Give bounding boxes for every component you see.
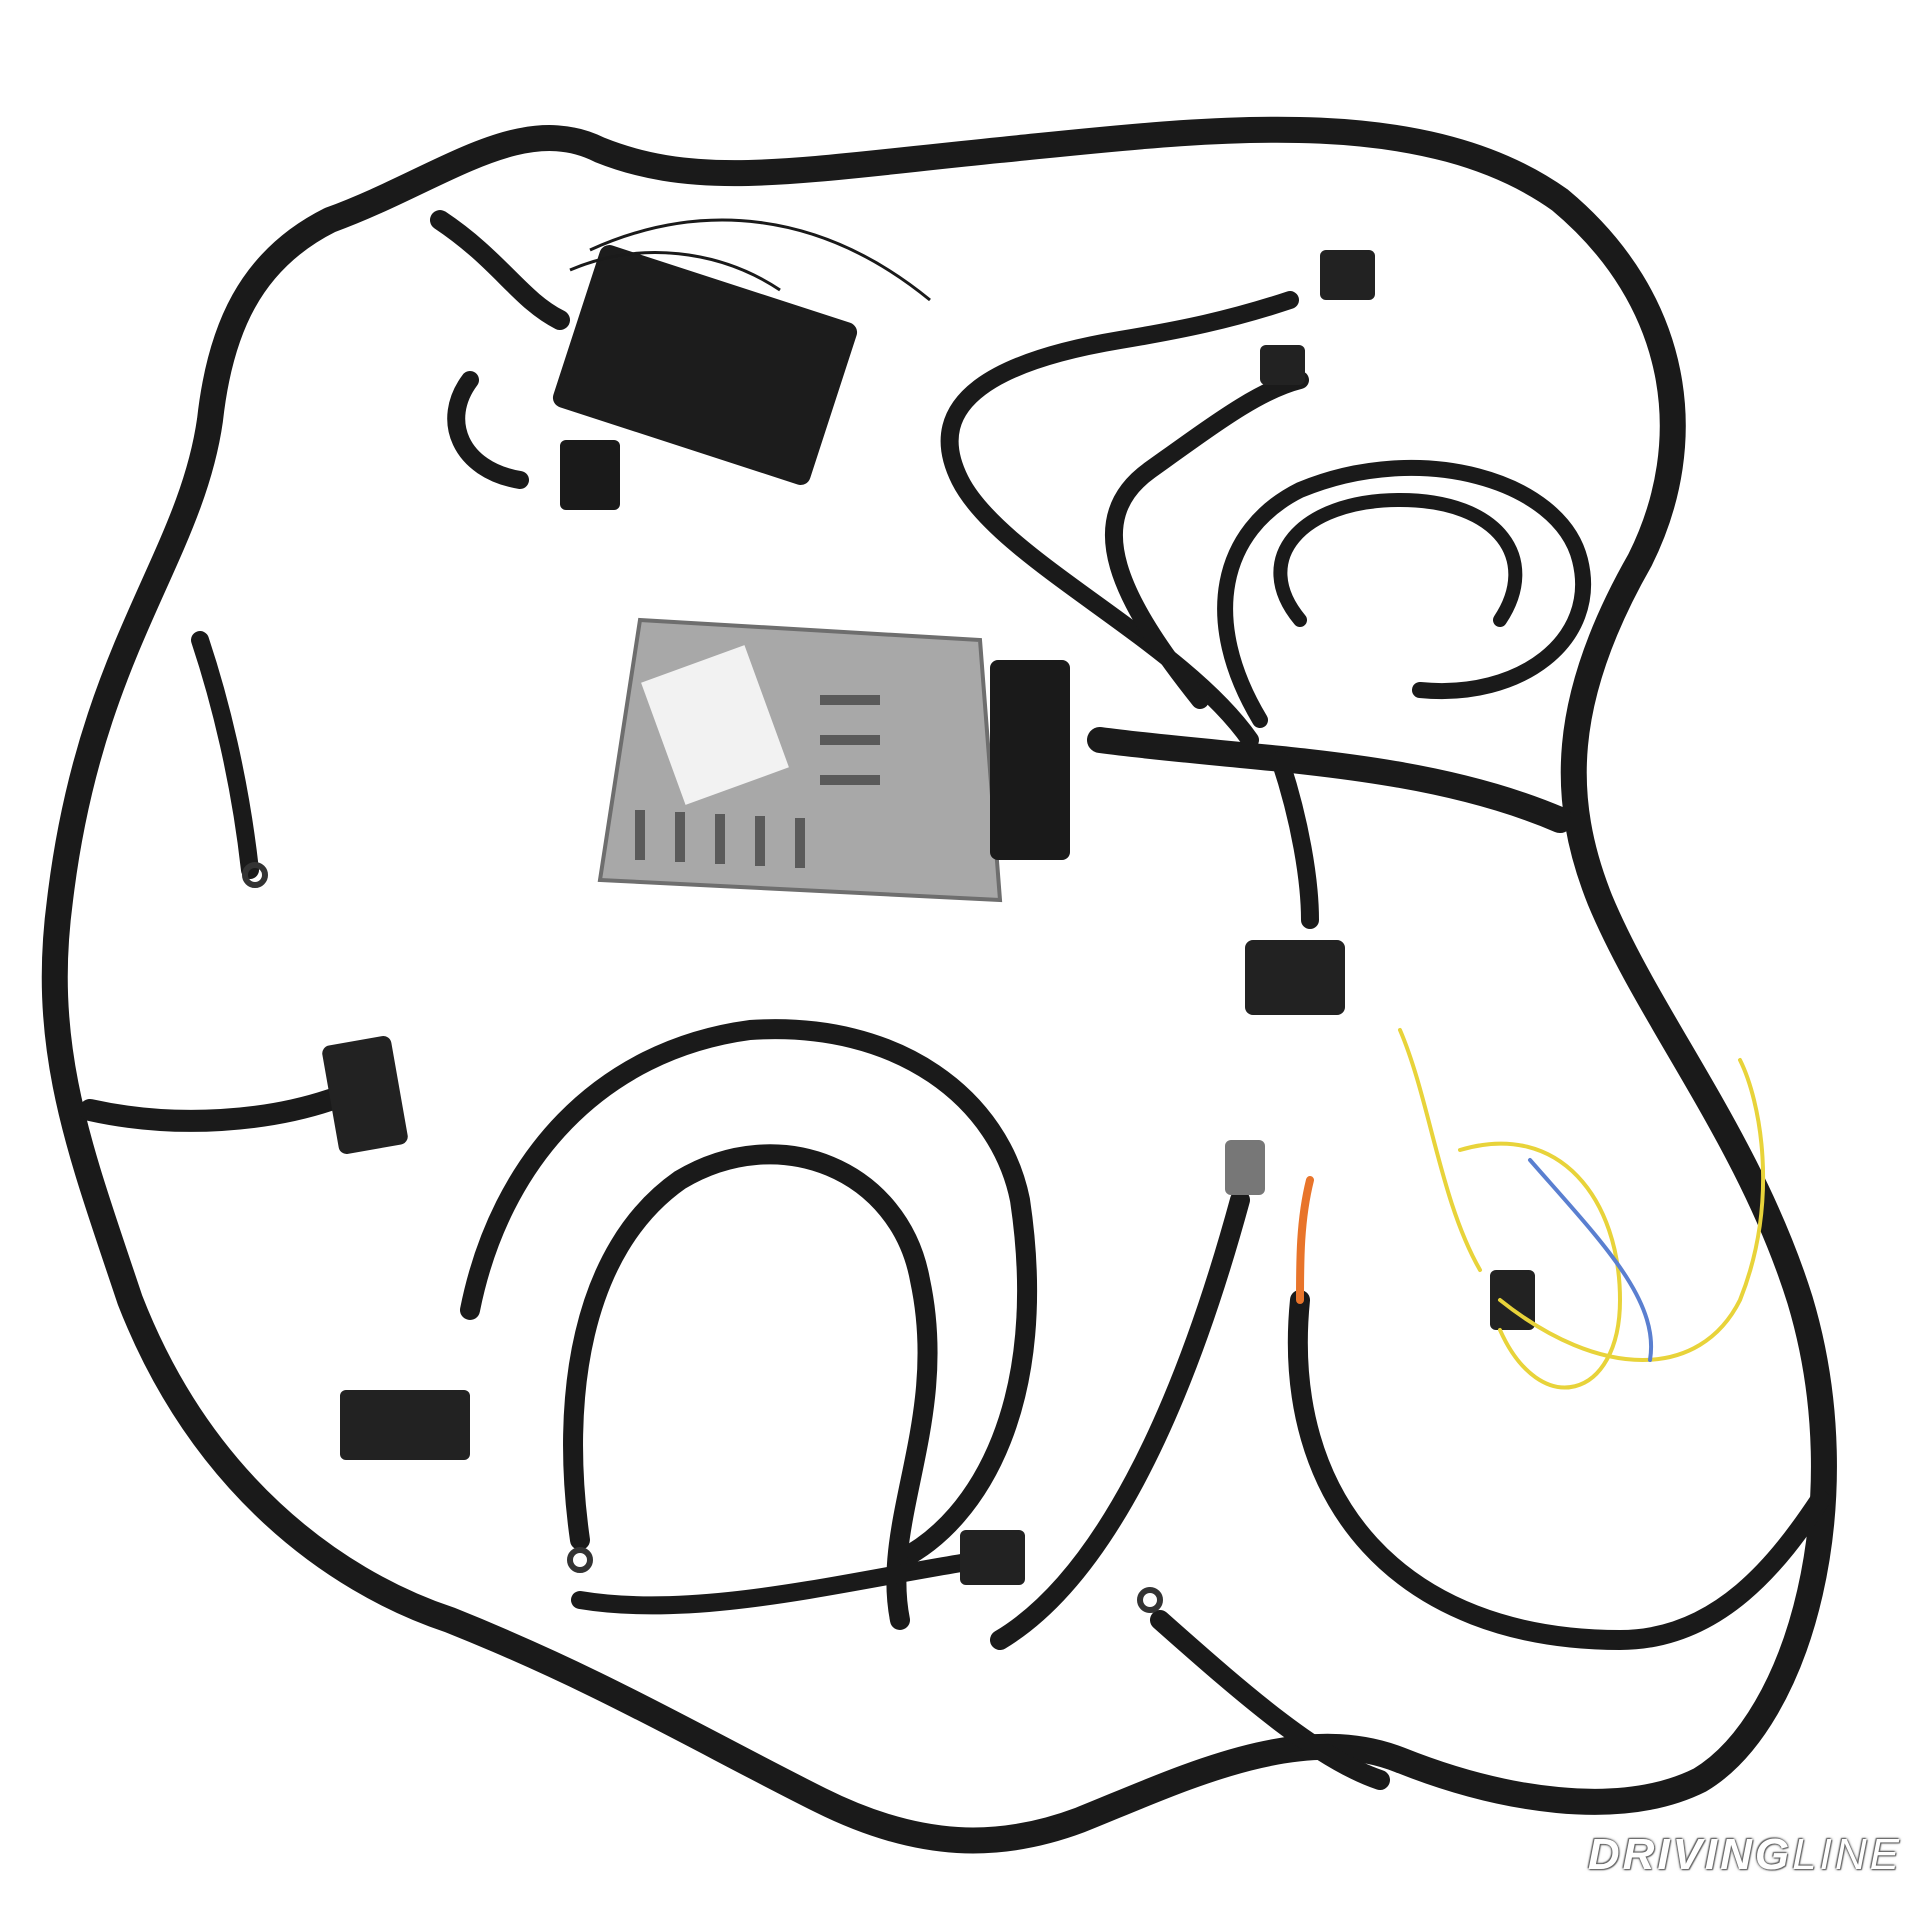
connectors (322, 250, 1535, 1585)
engine-control-module (597, 617, 1070, 903)
fuse-box (552, 245, 858, 510)
main-harness-loop (41, 116, 1837, 1854)
drivingline-watermark: DRIVINGLINE (1587, 1830, 1902, 1879)
